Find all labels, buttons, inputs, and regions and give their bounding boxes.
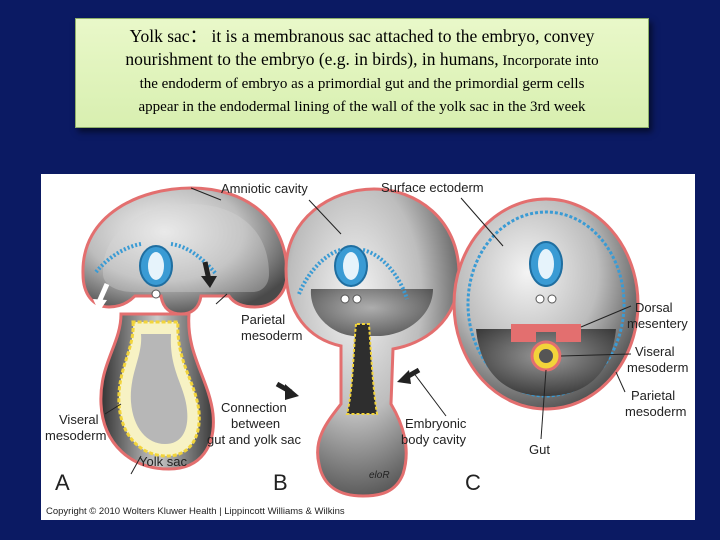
label-parietal-a-2: mesoderm	[241, 328, 302, 343]
panel-c-embryo	[452, 197, 640, 411]
label-dorsal-1: Dorsal	[635, 300, 673, 315]
copyright-notice: Copyright © 2010 Wolters Kluwer Health |…	[46, 506, 345, 517]
definition-line-2: nourishment to the embryo (e.g. in birds…	[86, 48, 638, 73]
definition-line-3: the endoderm of embryo as a primordial g…	[139, 76, 585, 92]
label-viseral-a-2: mesoderm	[45, 428, 106, 443]
panel-b-embryo	[275, 187, 461, 498]
label-dorsal-2: mesentery	[627, 316, 688, 331]
artist-signature: eloR	[369, 470, 390, 481]
label-amniotic-cavity: Amniotic cavity	[221, 181, 308, 196]
label-parietal-a-1: Parietal	[241, 312, 285, 327]
definition-line-1: Yolk sac： it is a membranous sac attache…	[129, 26, 595, 46]
label-viseral-c-1: Viseral	[635, 344, 675, 359]
panel-label-b: B	[273, 470, 288, 495]
label-viseral-c-2: mesoderm	[627, 360, 688, 375]
label-embryonic-2: body cavity	[401, 432, 467, 447]
label-connection-3: gut and yolk sac	[207, 432, 301, 447]
label-viseral-a-1: Viseral	[59, 412, 99, 427]
label-parietal-c-2: mesoderm	[625, 404, 686, 419]
panel-a-embryo	[81, 186, 289, 471]
definition-textbox: Yolk sac： it is a membranous sac attache…	[75, 18, 649, 128]
label-parietal-c-1: Parietal	[631, 388, 675, 403]
embryo-diagram: Amniotic cavity Surface ectoderm Parieta…	[45, 180, 688, 498]
label-connection-1: Connection	[221, 400, 287, 415]
label-embryonic-1: Embryonic	[405, 416, 467, 431]
definition-line-2-small: Incorporate into	[498, 53, 599, 69]
label-connection-2: between	[231, 416, 280, 431]
label-yolk-sac: Yolk sac	[139, 454, 187, 469]
leader-lines	[104, 187, 632, 475]
definition-line-4: appear in the endodermal lining of the w…	[138, 99, 586, 115]
panel-label-a: A	[55, 470, 70, 495]
label-surface-ectoderm: Surface ectoderm	[381, 180, 484, 195]
embryo-figure: Amniotic cavity Surface ectoderm Parieta…	[41, 174, 695, 520]
panel-label-c: C	[465, 470, 481, 495]
definition-line-2-main: nourishment to the embryo (e.g. in birds…	[125, 49, 499, 69]
label-gut: Gut	[529, 442, 550, 457]
